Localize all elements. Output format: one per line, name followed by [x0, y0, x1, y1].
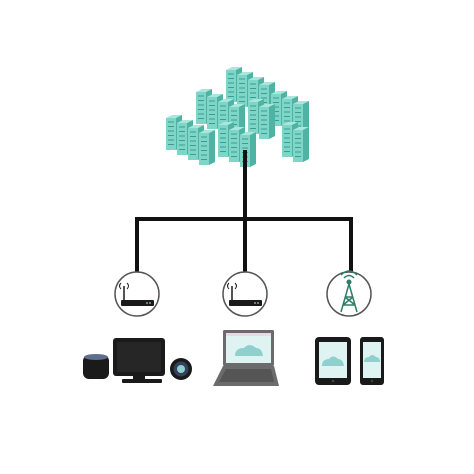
connection-lines	[135, 150, 353, 272]
access-point-circle	[222, 271, 268, 317]
wifi-router-icon	[119, 282, 154, 306]
cell-tower-icon	[340, 270, 358, 313]
desktop-monitor-icon	[113, 338, 165, 383]
wifi-router-icon	[227, 282, 262, 306]
access-point-left	[114, 271, 160, 317]
home-devices	[83, 338, 192, 383]
access-point-right	[326, 270, 372, 317]
server-rack	[293, 127, 309, 162]
access-point-circle	[326, 271, 372, 317]
access-point-circle	[114, 271, 160, 317]
server-rack	[199, 130, 215, 165]
smartphone-icon	[360, 337, 384, 385]
access-point-middle	[222, 271, 268, 317]
tablet-icon	[315, 337, 351, 385]
smart-thermostat-icon	[170, 358, 192, 380]
mobile-devices	[315, 337, 384, 385]
server-rack	[240, 132, 256, 167]
server-rack-cluster-icon	[166, 67, 309, 167]
laptop-icon	[213, 330, 279, 386]
server-rack	[259, 104, 275, 139]
smart-speaker-icon	[83, 354, 109, 379]
